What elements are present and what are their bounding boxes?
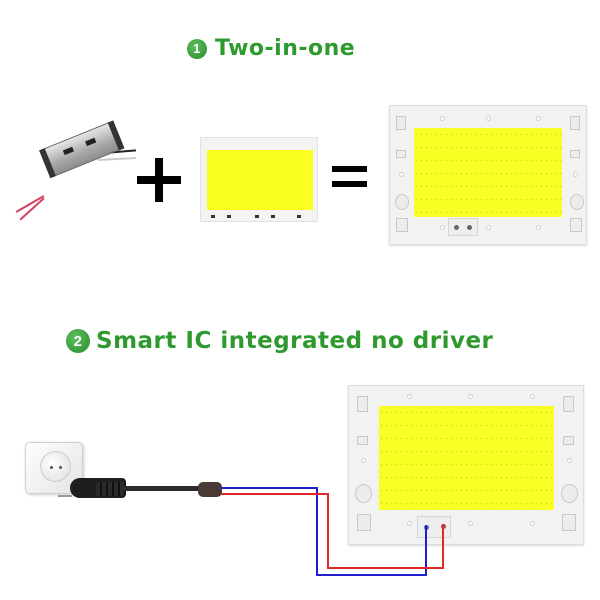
cable-connector bbox=[198, 482, 222, 497]
section-1-heading: 1 Two-in-one bbox=[187, 36, 355, 61]
integrated-cob-board-2 bbox=[348, 385, 584, 545]
input-terminal-pad bbox=[448, 218, 478, 236]
section-2-title: Smart IC integrated no driver bbox=[96, 328, 494, 354]
cob-led-chip-image bbox=[200, 137, 318, 222]
section-2-heading: 2 Smart IC integrated no driver bbox=[66, 328, 493, 354]
driver-white-wire bbox=[97, 157, 137, 161]
led-emitter-area bbox=[414, 128, 562, 217]
led-emitter-area bbox=[379, 406, 554, 510]
driver-case bbox=[39, 120, 125, 179]
integrated-cob-board-1 bbox=[389, 105, 587, 245]
led-emitter-area bbox=[207, 150, 313, 210]
power-cable bbox=[120, 486, 200, 491]
input-terminal-pad bbox=[417, 516, 451, 538]
step-number-badge: 1 bbox=[187, 38, 207, 59]
section-1-title: Two-in-one bbox=[215, 36, 356, 61]
step-number-badge: 2 bbox=[66, 329, 90, 353]
plug-prong bbox=[58, 495, 72, 497]
